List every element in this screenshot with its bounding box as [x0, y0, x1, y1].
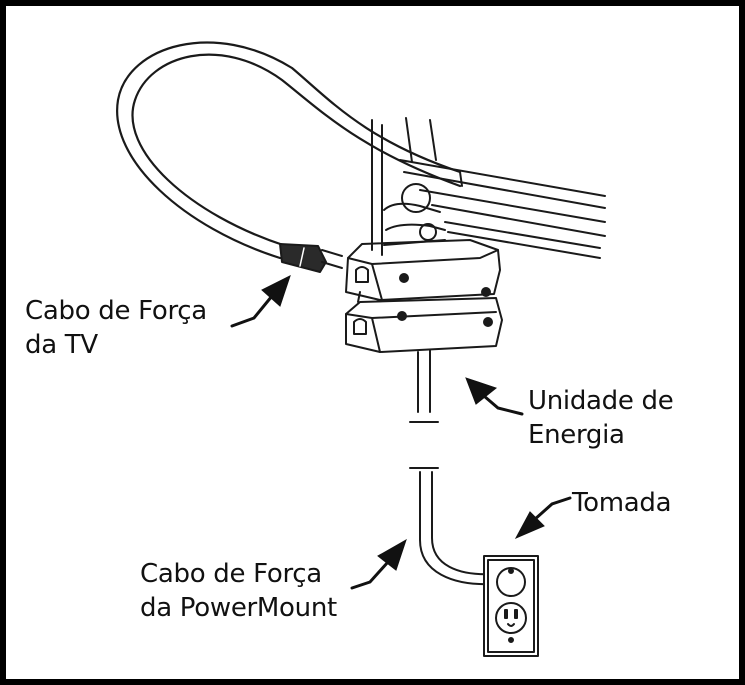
label-outlet-text: Tomada	[572, 488, 672, 518]
arrow-power-unit	[465, 377, 524, 416]
tv-power-cord	[116, 41, 463, 273]
power-unit	[345, 239, 503, 353]
label-powermount-cord-line1: Cabo de Força	[140, 559, 322, 589]
wall-mount-bracket	[371, 117, 606, 259]
arrow-tv-cord	[230, 275, 291, 328]
powermount-cord-upper	[409, 349, 439, 469]
label-power-unit: Unidade de Energia	[528, 384, 674, 452]
powermount-power-cord	[419, 471, 495, 586]
arrow-powermount-cord	[350, 538, 407, 590]
label-power-unit-line2: Energia	[528, 420, 625, 450]
label-powermount-cord: Cabo de Força da PowerMount	[140, 557, 337, 625]
label-tv-power-cord: Cabo de Força da TV	[25, 294, 207, 362]
arrow-outlet	[514, 496, 572, 540]
label-outlet: Tomada	[572, 486, 672, 520]
label-tv-power-cord-line1: Cabo de Força	[25, 296, 207, 326]
label-power-unit-line1: Unidade de	[528, 386, 674, 416]
label-tv-power-cord-line2: da TV	[25, 330, 98, 360]
wall-outlet	[483, 555, 539, 657]
label-powermount-cord-line2: da PowerMount	[140, 593, 337, 623]
